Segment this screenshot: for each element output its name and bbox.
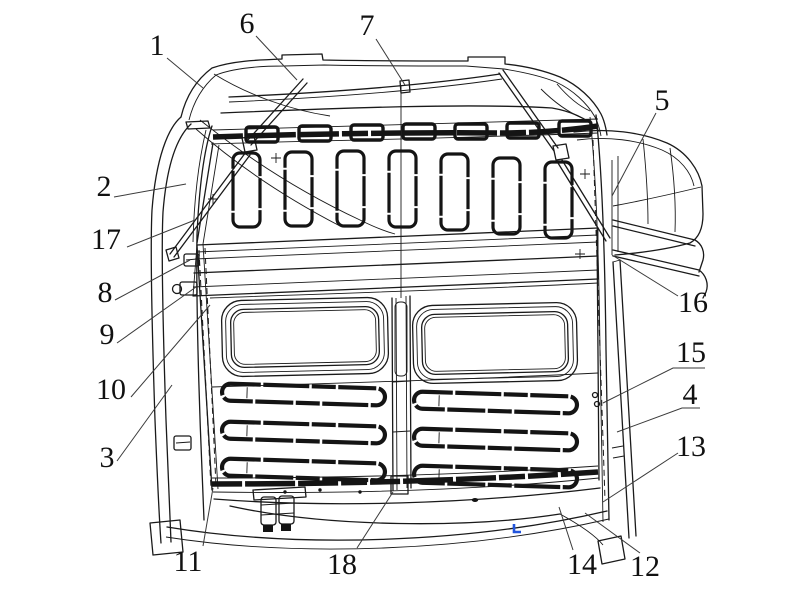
part-label-13: 13 — [676, 430, 706, 463]
leader-line-14 — [558, 506, 574, 551]
part-label-10: 10 — [96, 373, 126, 406]
part-label-15: 15 — [676, 336, 706, 369]
leader-line-6 — [255, 35, 298, 81]
leader-line-7 — [375, 38, 406, 86]
leader-line-4 — [616, 407, 700, 433]
lower-slats — [219, 381, 580, 490]
roof-cap — [180, 53, 608, 298]
leader-line-13 — [602, 452, 679, 503]
leader-line-2 — [113, 183, 187, 198]
part-label-5: 5 — [655, 84, 670, 117]
leader-line-16 — [611, 254, 679, 297]
part-label-12: 12 — [630, 550, 660, 583]
right-pillar — [589, 114, 637, 565]
part-label-4: 4 — [683, 378, 698, 411]
right-window — [411, 301, 579, 385]
mounting-bracket-lower — [171, 281, 198, 296]
part-label-7: 7 — [360, 9, 375, 42]
part-label-18: 18 — [327, 548, 357, 581]
registration-marks — [208, 153, 590, 259]
part-label-6: 6 — [240, 7, 255, 40]
vent-header-rail — [210, 118, 599, 145]
part-label-16: 16 — [678, 286, 708, 319]
blue-corner-mark — [512, 524, 521, 534]
leader-line-5 — [611, 112, 657, 197]
leader-line-17 — [126, 219, 196, 248]
bottom-rails — [165, 465, 610, 550]
part-label-2: 2 — [97, 170, 112, 203]
hinge-assembly — [252, 486, 307, 532]
rear-windows — [220, 295, 579, 495]
leader-line-18 — [356, 491, 394, 549]
part-label-3: 3 — [100, 441, 115, 474]
leader-line-15 — [602, 367, 705, 404]
part-label-9: 9 — [100, 318, 115, 351]
vent-slot-panel — [196, 142, 574, 245]
center-post — [390, 295, 412, 495]
leader-line-1 — [166, 57, 204, 89]
part-label-8: 8 — [98, 276, 113, 309]
part-label-17: 17 — [91, 223, 121, 256]
leader-line-9 — [116, 286, 197, 344]
leader-line-10 — [130, 304, 211, 398]
part-label-14: 14 — [567, 548, 597, 581]
left-window — [220, 296, 390, 378]
fairing-rails — [612, 219, 708, 299]
left-pillar — [149, 116, 217, 556]
part-label-11: 11 — [174, 545, 203, 578]
belt-rails — [192, 227, 599, 297]
part-label-1: 1 — [150, 29, 165, 62]
side-fairing — [573, 129, 708, 299]
leader-line-3 — [116, 384, 173, 462]
leader-line-8 — [114, 259, 191, 301]
support-rods — [165, 69, 611, 262]
leader-line-12 — [584, 512, 641, 554]
leader-line-11 — [202, 487, 214, 547]
